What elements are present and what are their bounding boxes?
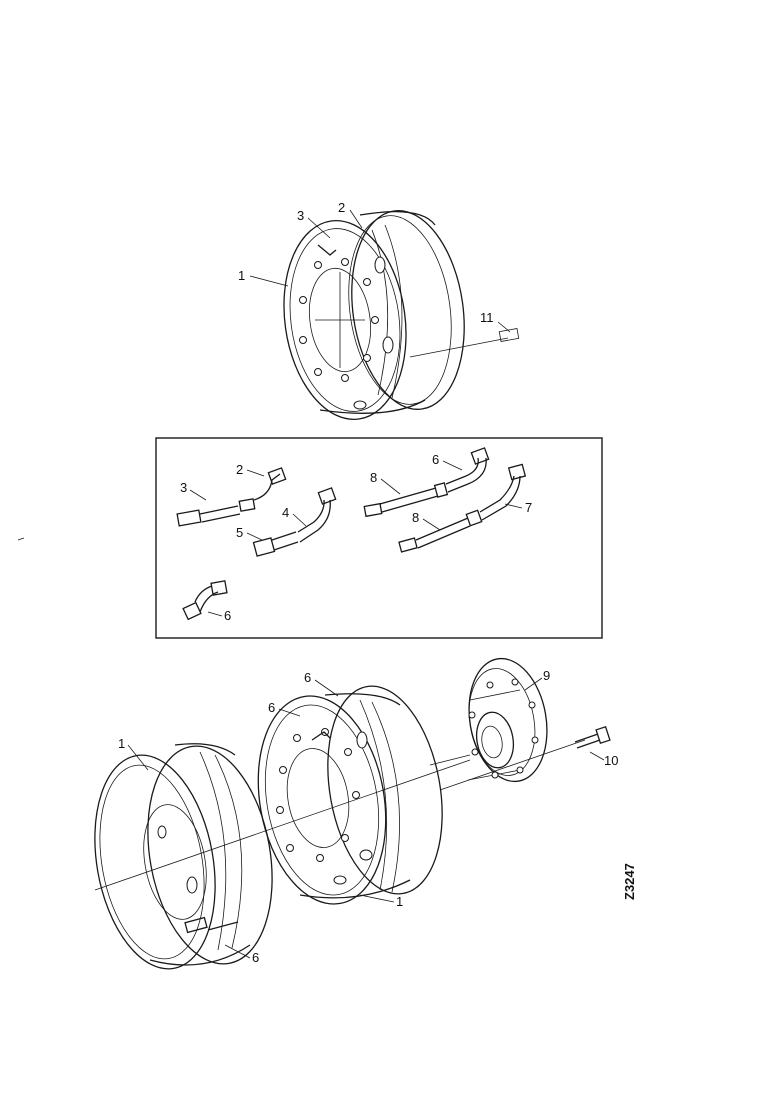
callout-top-bolt: 11 bbox=[480, 310, 494, 325]
callout-kit-2: 2 bbox=[236, 462, 243, 477]
bottom-inner-rim bbox=[257, 685, 443, 905]
callout-kit-8b: 8 bbox=[412, 510, 419, 525]
bottom-stud bbox=[574, 725, 611, 749]
callout-kit-8a: 8 bbox=[370, 470, 377, 485]
callout-top-valve-b: 3 bbox=[297, 208, 304, 223]
callout-kit-7: 7 bbox=[525, 500, 532, 515]
bottom-outer-rim bbox=[94, 743, 471, 970]
top-wheel-rim bbox=[283, 210, 520, 421]
callout-bottom-outer-valve: 6 bbox=[252, 950, 259, 965]
callout-bottom-outer-rim: 1 bbox=[118, 736, 125, 751]
callout-top-valve-a: 2 bbox=[338, 200, 345, 215]
callout-kit-4: 4 bbox=[282, 505, 289, 520]
callout-bottom-stud: 10 bbox=[604, 753, 618, 768]
callout-kit-5: 5 bbox=[236, 525, 243, 540]
callout-kit-3: 3 bbox=[180, 480, 187, 495]
callout-bottom-hub: 9 bbox=[543, 668, 550, 683]
top-wheel-callouts: 1 3 2 11 bbox=[238, 200, 511, 333]
callout-top-rim: 1 bbox=[238, 268, 245, 283]
callout-kit-6b: 6 bbox=[224, 608, 231, 623]
valve-kit-parts bbox=[176, 447, 527, 621]
bottom-hub bbox=[429, 657, 586, 791]
valve-kit-callouts: 3 2 5 4 8 6 8 7 6 bbox=[180, 452, 532, 623]
bottom-callouts: 1 6 6 9 10 1 6 bbox=[118, 668, 618, 965]
callout-kit-6a: 6 bbox=[432, 452, 439, 467]
callout-bottom-valve-a: 6 bbox=[268, 700, 275, 715]
drawing-number: Z3247 bbox=[622, 863, 637, 900]
callout-bottom-valve-b: 6 bbox=[304, 670, 311, 685]
callout-bottom-inner-rim: 1 bbox=[396, 894, 403, 909]
valve-kit-panel bbox=[155, 437, 603, 639]
